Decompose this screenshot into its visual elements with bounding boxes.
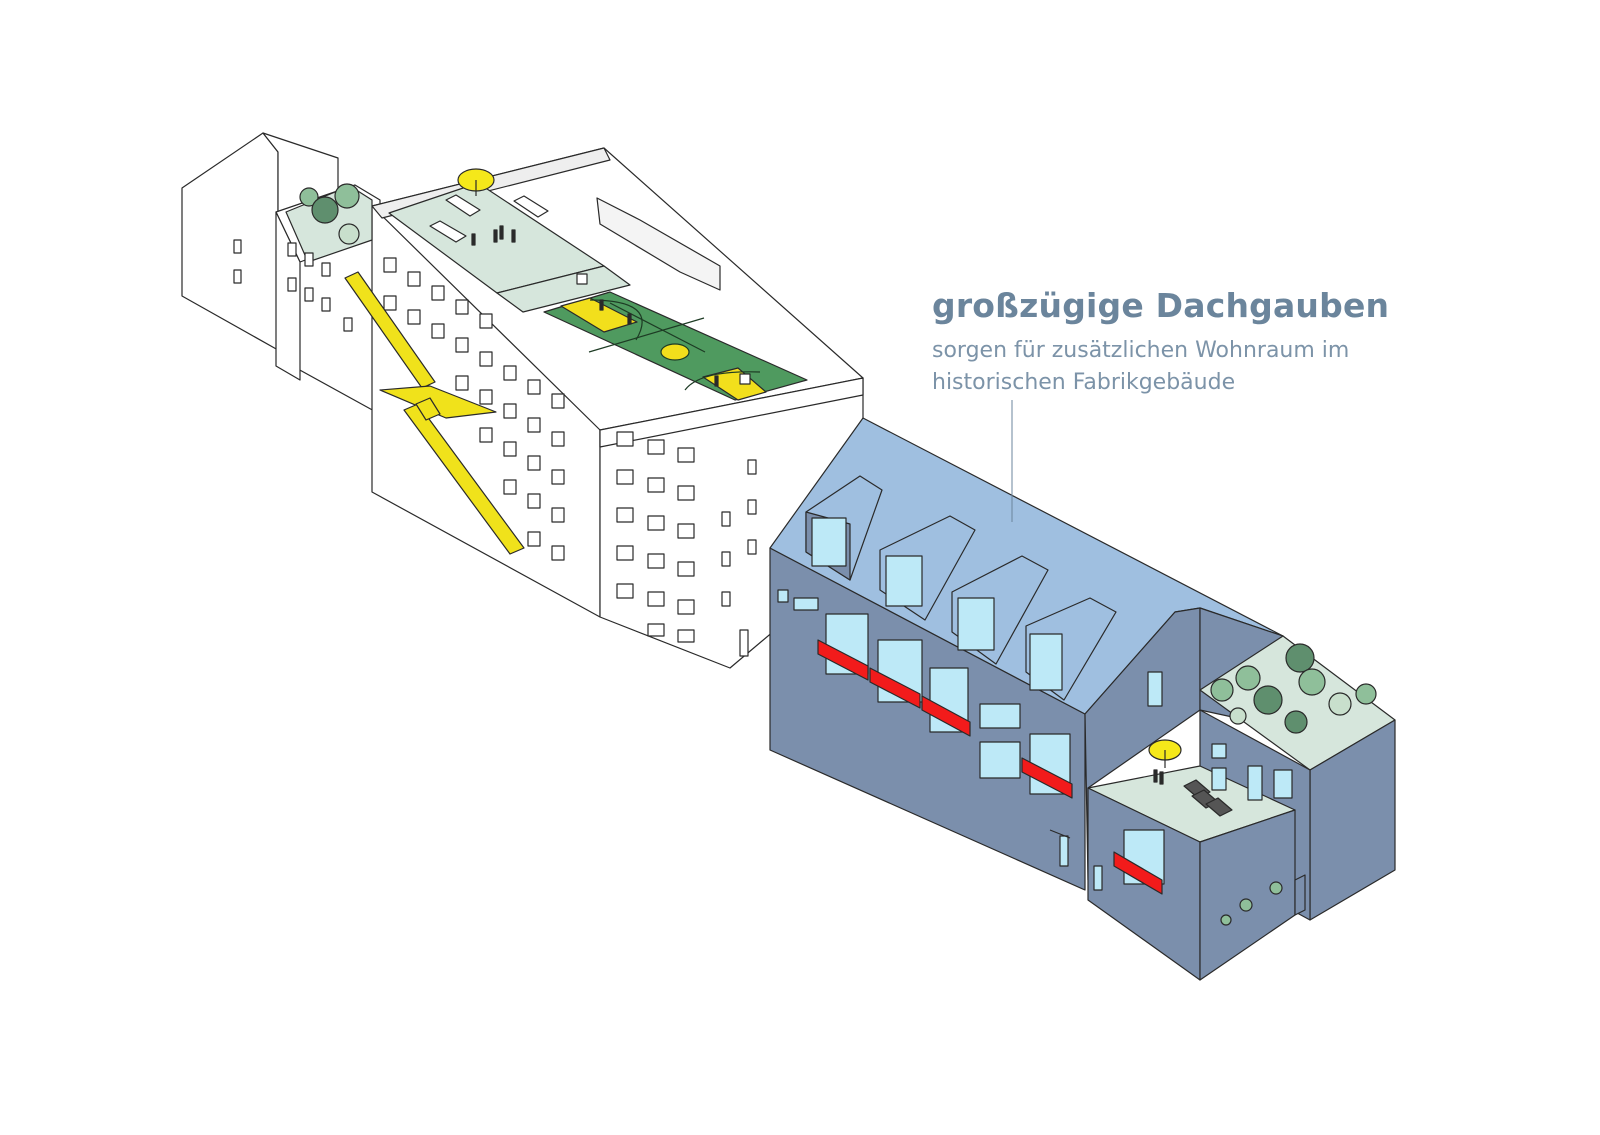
yellow-staircase bbox=[344, 271, 525, 555]
roof-garden-trees bbox=[1210, 643, 1377, 734]
tree-icons bbox=[299, 183, 360, 245]
basketball-court bbox=[543, 273, 808, 401]
annotation: großzügige Dachgauben sorgen für zusätzl… bbox=[932, 286, 1492, 399]
plant-icons bbox=[1220, 881, 1283, 926]
dormers bbox=[805, 475, 1117, 701]
people-icons bbox=[471, 225, 719, 387]
terrace-umbrella-icon bbox=[1148, 739, 1182, 768]
annotation-subtitle-line2: historischen Fabrikgebäude bbox=[932, 370, 1236, 395]
annotation-subtitle: sorgen für zusätzlichen Wohnraum im hist… bbox=[932, 335, 1492, 399]
sun-loungers bbox=[1183, 779, 1233, 817]
terrace-people-icons bbox=[1153, 769, 1164, 785]
windows bbox=[233, 239, 757, 657]
roof-benches bbox=[429, 194, 549, 243]
umbrella-icon bbox=[457, 168, 495, 196]
red-balconies bbox=[817, 639, 1163, 895]
annotation-title: großzügige Dachgauben bbox=[932, 286, 1390, 325]
factory-building bbox=[769, 417, 1396, 981]
annotation-subtitle-line1: sorgen für zusätzlichen Wohnraum im bbox=[932, 338, 1350, 363]
white-building bbox=[181, 132, 864, 669]
